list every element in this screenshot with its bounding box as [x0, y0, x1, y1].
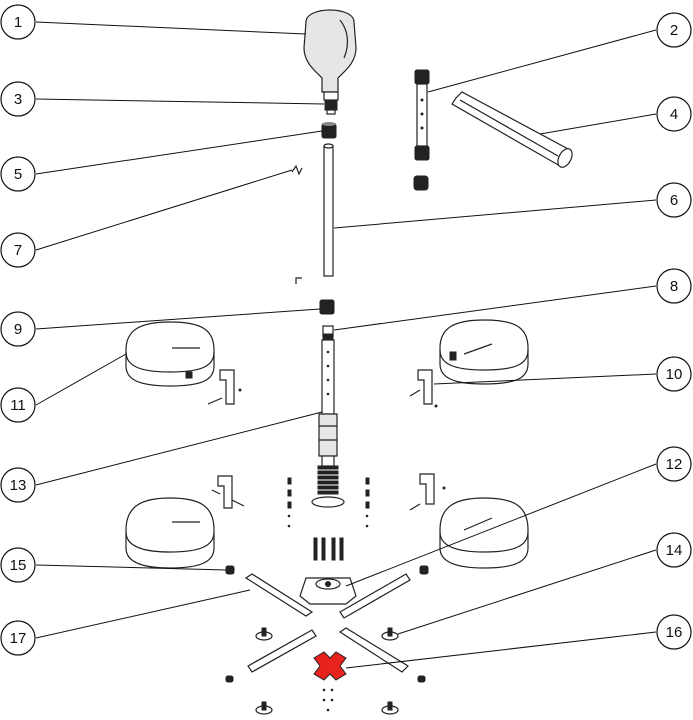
callout-11: 11 [0, 387, 36, 423]
callout-circle [656, 446, 692, 482]
callout-6: 6 [656, 182, 692, 218]
screw-column-right [365, 477, 370, 528]
callout-circle [656, 356, 692, 392]
callout-circle [0, 4, 36, 40]
part-17-base-arms [244, 573, 411, 673]
callout-number: 9 [14, 321, 22, 338]
callout-1: 1 [0, 4, 36, 40]
part-10-weight-upper-right [439, 319, 529, 385]
callout-circle [0, 156, 36, 192]
callout-number: 17 [10, 630, 27, 647]
callout-number: 13 [10, 477, 27, 494]
callout-4: 4 [656, 96, 692, 132]
callout-number: 1 [14, 14, 22, 31]
callout-circle [656, 268, 692, 304]
part-7-spring-pin [291, 164, 303, 176]
small-l-pin [295, 277, 302, 284]
part-15-stopper [225, 565, 429, 575]
callout-number: 5 [14, 166, 22, 183]
bracket-lower-right [409, 473, 446, 511]
callout-circle [0, 81, 36, 117]
callout-8: 8 [656, 268, 692, 304]
screw-column-left [287, 477, 292, 528]
callout-17: 17 [0, 620, 36, 656]
callout-number: 11 [10, 397, 26, 414]
callout-circle [0, 311, 36, 347]
callout-circle [656, 532, 692, 568]
bracket-upper-left [207, 369, 242, 405]
callout-number: 12 [666, 456, 683, 473]
callout-14: 14 [656, 532, 692, 568]
callout-16: 16 [656, 614, 692, 650]
callout-circle [656, 614, 692, 650]
bracket-upper-right [409, 369, 438, 408]
callout-10: 10 [656, 356, 692, 392]
part-13-column [311, 325, 345, 508]
callout-number: 10 [666, 366, 683, 383]
part-1-handle [303, 9, 357, 93]
callout-number: 16 [666, 624, 683, 641]
callout-circle [0, 547, 36, 583]
callout-circle [656, 182, 692, 218]
part-3-connector [323, 91, 339, 115]
callout-13: 13 [0, 467, 36, 503]
weight-lower-right [439, 497, 529, 569]
callout-7: 7 [0, 232, 36, 268]
callout-number: 14 [666, 542, 683, 559]
callout-number: 2 [670, 22, 678, 39]
callout-number: 7 [14, 242, 22, 259]
part-11-weight-upper-left [125, 321, 215, 387]
leader-lines [35, 21, 657, 669]
bracket-lower-left [211, 475, 245, 509]
part-14-glides [225, 627, 426, 715]
part-4-tube [451, 91, 573, 168]
callout-15: 15 [0, 547, 36, 583]
callout-circle [0, 387, 36, 423]
callout-2: 2 [656, 12, 692, 48]
callout-circle [0, 620, 36, 656]
callout-circle [656, 12, 692, 48]
spring-bellows [317, 465, 339, 495]
callout-12: 12 [656, 446, 692, 482]
bolts-center [313, 537, 344, 561]
callout-circle [0, 467, 36, 503]
part-6-upper-rod [323, 143, 334, 277]
callout-5: 5 [0, 156, 36, 192]
callout-number: 15 [10, 557, 27, 574]
callout-3: 3 [0, 81, 36, 117]
callout-number: 3 [14, 91, 22, 108]
part-16-cross-plate [313, 651, 347, 712]
part-12-hub [299, 577, 357, 605]
callout-9: 9 [0, 311, 36, 347]
callout-circle [0, 232, 36, 268]
callout-circle [656, 96, 692, 132]
weight-lower-left [125, 497, 215, 569]
part-2-rod-assembly [413, 69, 430, 191]
part-9-collar [319, 299, 335, 315]
callout-number: 4 [670, 106, 678, 123]
callout-number: 8 [670, 278, 678, 295]
part-5-cap [321, 122, 337, 139]
callout-number: 6 [670, 192, 678, 209]
